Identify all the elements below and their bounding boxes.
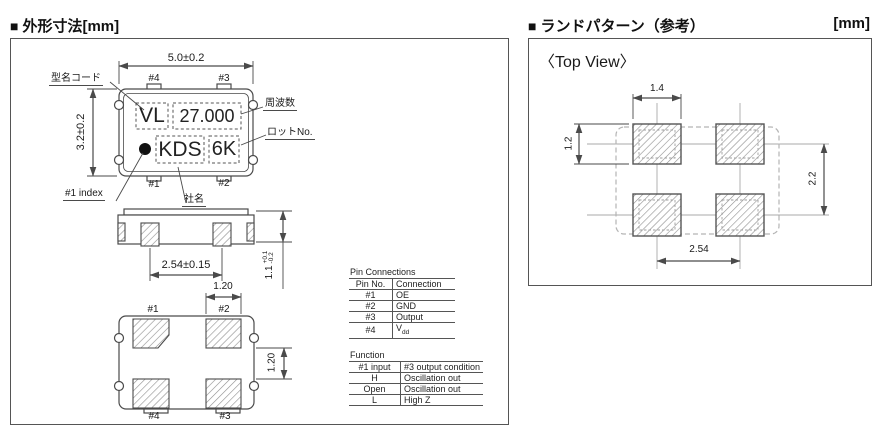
package-side-view bbox=[117, 208, 292, 289]
callout-frequency: 周波数 bbox=[263, 94, 297, 111]
callout-company: 社名 bbox=[182, 190, 206, 207]
output-cell: Oscillation out bbox=[400, 383, 484, 395]
dim-land-horizontal-pitch: 2.54 bbox=[689, 244, 709, 255]
pin-no-cell: #4 bbox=[349, 322, 393, 339]
landpattern-graphics bbox=[574, 94, 829, 269]
section-marker-icon: ■ bbox=[10, 18, 19, 34]
table-header-row: Pin No. Connection bbox=[349, 278, 455, 290]
marking-company: KDS bbox=[158, 138, 202, 161]
table-row: #2 GND bbox=[349, 300, 455, 312]
callout-lot-no: ロットNo. bbox=[265, 123, 315, 140]
unit-label: [mm] bbox=[833, 15, 870, 32]
pin-no-header: Pin No. bbox=[349, 278, 393, 290]
connection-cell: Vdd bbox=[392, 322, 455, 339]
pin-table-title: Pin Connections bbox=[350, 267, 416, 277]
top-view-label: 〈Top View〉 bbox=[539, 54, 636, 71]
section-marker-icon: ■ bbox=[528, 18, 537, 34]
pad-1 bbox=[132, 318, 170, 349]
land-pads bbox=[632, 123, 765, 237]
outline-drawing-graphics bbox=[87, 61, 292, 414]
pin4-label: #4 bbox=[148, 73, 160, 84]
input-header: #1 input bbox=[349, 361, 401, 373]
outline-title-text: 外形寸法[mm] bbox=[22, 18, 120, 35]
vdd-base: V bbox=[396, 323, 403, 333]
pin2-label: #2 bbox=[218, 178, 230, 189]
output-condition-header: #3 output condition bbox=[400, 361, 484, 373]
package-bottom-view bbox=[113, 293, 292, 414]
marking-lot: 6K bbox=[211, 138, 237, 160]
function-table: Function #1 input #3 output condition H … bbox=[349, 350, 484, 406]
pad-2 bbox=[205, 318, 242, 349]
dim-height-tolerance: +0.1 -0.2 bbox=[262, 251, 276, 264]
dim-package-height: 1.1 +0.1 -0.2 bbox=[262, 235, 276, 295]
table-row: Open Oscillation out bbox=[349, 383, 484, 395]
input-cell: Open bbox=[349, 383, 401, 395]
dim-height-base: 1.1 bbox=[263, 265, 275, 280]
dim-land-pad-height: 1.2 bbox=[563, 136, 575, 151]
bottom-pin3-label: #3 bbox=[219, 411, 231, 422]
landpattern-title-text: ランドパターン（参考） bbox=[540, 18, 705, 35]
marking-frequency: 27.000 bbox=[179, 106, 235, 126]
dim-land-pad-width: 1.4 bbox=[650, 83, 664, 94]
bottom-pin1-label: #1 bbox=[147, 304, 159, 315]
output-cell: Oscillation out bbox=[400, 372, 484, 384]
land-pad-top-left bbox=[632, 123, 682, 165]
package-top-view bbox=[113, 83, 259, 182]
land-pad-top-right bbox=[715, 123, 765, 165]
pad-4 bbox=[132, 378, 170, 409]
company-box bbox=[155, 135, 205, 164]
dim-pad-width: 1.20 bbox=[213, 281, 233, 292]
table-header-row: #1 input #3 output condition bbox=[349, 361, 484, 373]
connection-cell: OE bbox=[392, 289, 455, 301]
component-body-dashed-outline bbox=[615, 126, 780, 235]
bottom-pin2-label: #2 bbox=[218, 304, 230, 315]
land-pad-bottom-left bbox=[632, 193, 682, 237]
pin-no-cell: #3 bbox=[349, 311, 393, 323]
lot-box bbox=[208, 135, 240, 164]
input-cell: H bbox=[349, 372, 401, 384]
bottom-pin4-label: #4 bbox=[148, 411, 160, 422]
output-cell: High Z bbox=[400, 394, 484, 406]
table-row: #3 Output bbox=[349, 311, 455, 323]
dim-land-vertical-pitch: 2.2 bbox=[807, 171, 819, 186]
pin1-index-dot bbox=[139, 143, 151, 155]
table-row: #4 Vdd bbox=[349, 322, 455, 339]
dim-pad-pitch: 2.54±0.15 bbox=[161, 259, 211, 271]
landpattern-section-title: ■ランドパターン（参考） [mm] bbox=[528, 15, 872, 36]
pin1-label: #1 bbox=[148, 179, 160, 190]
callout-pin1-index: #1 index bbox=[63, 188, 105, 201]
dim-body-height: 3.2±0.2 bbox=[75, 113, 87, 151]
connection-cell: GND bbox=[392, 300, 455, 312]
callout-leaders bbox=[109, 81, 267, 204]
input-cell: L bbox=[349, 394, 401, 406]
vdd-sub: dd bbox=[402, 328, 410, 336]
connection-cell: Output bbox=[392, 311, 455, 323]
land-pad-bottom-right bbox=[715, 193, 765, 237]
pin3-label: #3 bbox=[218, 73, 230, 84]
pin-no-cell: #1 bbox=[349, 289, 393, 301]
table-row: #1 OE bbox=[349, 289, 455, 301]
marking-model-code: VL bbox=[139, 104, 165, 127]
callout-model-code: 型名コード bbox=[49, 69, 103, 86]
outline-drawing-panel: 5.0±0.2 3.2±0.2 #4 #3 #1 #2 VL 27.000 KD… bbox=[10, 38, 509, 425]
function-table-title: Function bbox=[350, 350, 385, 360]
pin-connections-table: Pin Connections Pin No. Connection #1 OE… bbox=[349, 267, 455, 339]
pin-no-cell: #2 bbox=[349, 300, 393, 312]
landpattern-panel: 〈Top View〉 1.4 1.2 2.2 2.54 bbox=[528, 38, 872, 286]
pad-3 bbox=[205, 378, 242, 409]
table-row: H Oscillation out bbox=[349, 372, 484, 384]
top-view-dimensions bbox=[87, 61, 254, 177]
tolerance-minus: -0.2 bbox=[268, 252, 275, 264]
table-row: L High Z bbox=[349, 394, 484, 406]
frequency-box bbox=[172, 102, 242, 130]
connection-header: Connection bbox=[392, 278, 455, 290]
outline-section-title: ■外形寸法[mm] bbox=[10, 15, 119, 36]
dim-body-width: 5.0±0.2 bbox=[167, 52, 205, 64]
landpattern-dimensions bbox=[574, 94, 828, 265]
dim-pad-gap: 1.20 bbox=[266, 352, 278, 373]
model-code-box bbox=[135, 102, 169, 130]
